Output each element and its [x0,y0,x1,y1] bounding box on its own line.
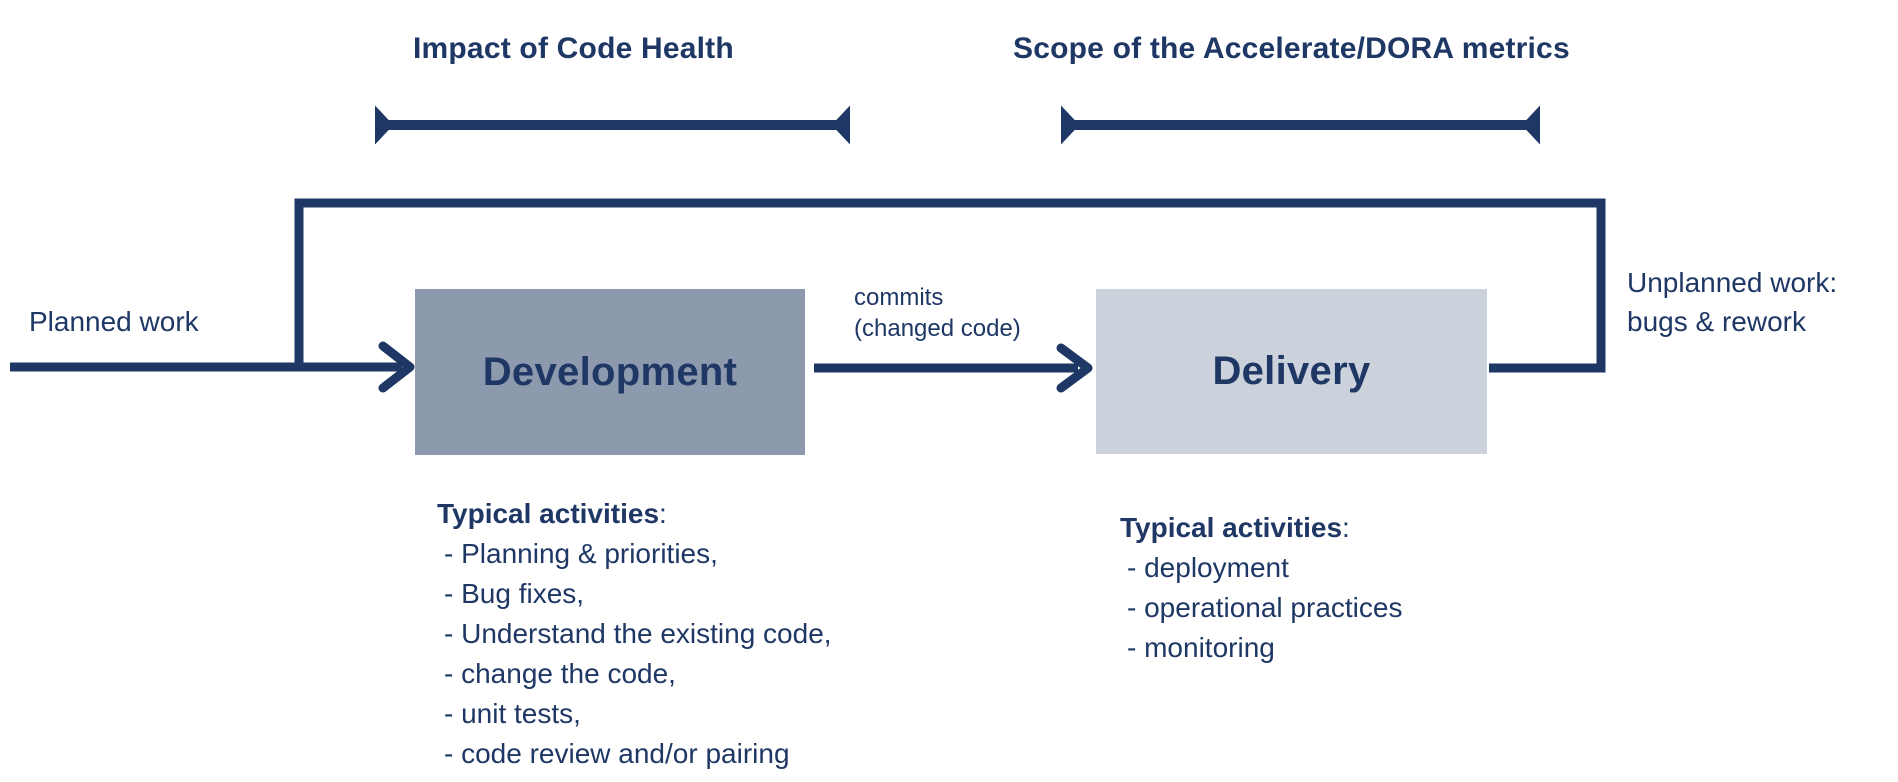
development-activities-title: Typical activities: [437,494,832,534]
arrowhead [378,341,415,393]
dora-bracket [1061,105,1540,145]
code-health-title: Impact of Code Health [413,32,734,65]
activity-item: - Planning & priorities, [444,538,718,569]
planned-work-label: Planned work [29,306,199,337]
delivery-activities-title: Typical activities: [1120,508,1402,548]
delivery-activities: Typical activities: - deployment - opera… [1120,508,1402,668]
activity-item: - unit tests, [444,698,581,729]
activity-item: - Understand the existing code, [444,618,832,649]
commits-label: commits (changed code) [854,282,1021,344]
unplanned-work-line2: bugs & rework [1627,306,1806,337]
planned-work-arrow [10,341,415,393]
delivery-box: Delivery [1096,289,1487,454]
activities-title-text: Typical activities [437,498,660,529]
bracket-right-cap [831,105,850,145]
delivery-box-label: Delivery [1212,349,1371,393]
activity-item: - code review and/or pairing [444,738,790,769]
activity-item: - deployment [1127,552,1289,583]
activity-item: - Bug fixes, [444,578,585,609]
development-box-label: Development [482,349,738,394]
bracket-right-cap [1521,105,1540,145]
feedback-loop-line [294,198,1606,373]
commits-label-line2: (changed code) [854,315,1021,342]
activities-title-text: Typical activities [1120,512,1343,543]
activity-item: - operational practices [1127,592,1403,623]
dora-scope-title: Scope of the Accelerate/DORA metrics [1013,32,1570,65]
unplanned-work-label: Unplanned work: bugs & rework [1627,263,1837,341]
activities-title-colon: : [1342,512,1350,543]
commits-arrow [814,343,1093,393]
unplanned-work-line1: Unplanned work: [1627,267,1838,298]
activities-title-colon: : [659,498,667,529]
arrowhead [1056,343,1093,393]
development-activities: Typical activities: - Planning & priorit… [437,494,832,774]
bracket-left-cap [375,105,394,145]
activity-item: - monitoring [1127,632,1275,663]
development-box: Development [415,289,805,455]
commits-label-line1: commits [854,284,944,311]
activity-item: - change the code, [444,658,676,689]
code-health-bracket [375,105,850,145]
bracket-left-cap [1061,105,1080,145]
